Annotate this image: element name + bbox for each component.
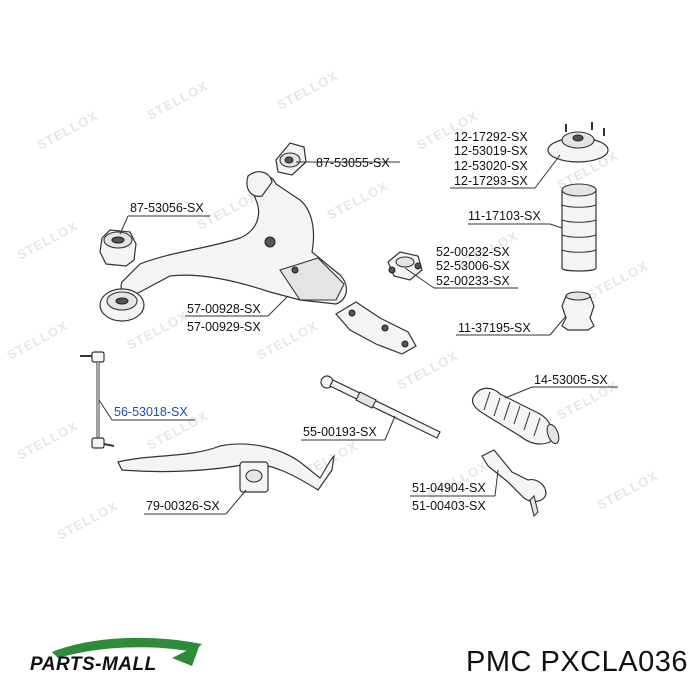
- watermark-text: STELLOX: [144, 78, 210, 123]
- part-label-highlighted[interactable]: 56-53018-SX: [114, 405, 188, 419]
- part-labels: 87-53055-SX 87-53056-SX 57-00928-SX 57-0…: [114, 130, 608, 513]
- part-label[interactable]: 14-53005-SX: [534, 373, 608, 387]
- watermark-text: STELLOX: [4, 318, 70, 363]
- part-label[interactable]: 11-37195-SX: [458, 321, 531, 335]
- lower-control-arm-part: [120, 171, 347, 305]
- part-label[interactable]: 52-00233-SX: [436, 274, 510, 288]
- watermark-text: STELLOX: [14, 418, 80, 463]
- leader-lines: [98, 154, 618, 515]
- watermark-text: STELLOX: [254, 318, 320, 363]
- bump-stop-part: [561, 291, 595, 331]
- watermark-text: STELLOX: [274, 68, 340, 113]
- part-label[interactable]: 55-00193-SX: [303, 425, 377, 439]
- tie-rod-part: [320, 375, 441, 439]
- brand-name: PARTS-MALL: [30, 654, 157, 675]
- part-label[interactable]: 52-53006-SX: [436, 259, 510, 273]
- part-label[interactable]: 87-53056-SX: [130, 201, 204, 215]
- part-label[interactable]: 11-17103-SX: [468, 209, 541, 223]
- watermark-text: STELLOX: [54, 498, 120, 543]
- part-label[interactable]: 12-53020-SX: [454, 159, 528, 173]
- stabilizer-link-part: [80, 351, 115, 449]
- watermark-text: STELLOX: [594, 468, 660, 513]
- part-label[interactable]: 87-53055-SX: [316, 156, 390, 170]
- part-label[interactable]: 12-17292-SX: [454, 130, 528, 144]
- dust-boot-part: [561, 183, 597, 272]
- part-label[interactable]: 57-00929-SX: [187, 320, 261, 334]
- parts-mall-logo: PARTS-MALL: [22, 630, 222, 680]
- front-bushing-part: [99, 288, 145, 322]
- steering-boot-part: [471, 387, 560, 445]
- logo-swoosh-icon: [52, 637, 202, 666]
- watermark-text: STELLOX: [14, 218, 80, 263]
- part-label[interactable]: 12-53019-SX: [454, 144, 528, 158]
- part-label[interactable]: 79-00326-SX: [146, 499, 220, 513]
- watermark-text: STELLOX: [194, 188, 260, 233]
- watermark-text: STELLOX: [324, 178, 390, 223]
- tie-rod-end-part: [481, 449, 547, 518]
- ball-joint-bracket-part: [335, 301, 417, 355]
- strut-mount-part: [547, 122, 609, 163]
- part-label[interactable]: 12-17293-SX: [454, 174, 528, 188]
- part-number-title: PMC PXCLA036: [466, 646, 688, 678]
- stabilizer-bar-part: [117, 443, 335, 493]
- part-label[interactable]: 51-00403-SX: [412, 499, 486, 513]
- part-label[interactable]: 52-00232-SX: [436, 245, 510, 259]
- watermark-text: STELLOX: [34, 108, 100, 153]
- part-label[interactable]: 57-00928-SX: [187, 302, 261, 316]
- part-label[interactable]: 51-04904-SX: [412, 481, 486, 495]
- rear-bushing-part: [99, 229, 137, 267]
- upper-bushing-part: [275, 142, 307, 176]
- ball-joint-part: [387, 251, 423, 281]
- watermark-text: STELLOX: [394, 348, 460, 393]
